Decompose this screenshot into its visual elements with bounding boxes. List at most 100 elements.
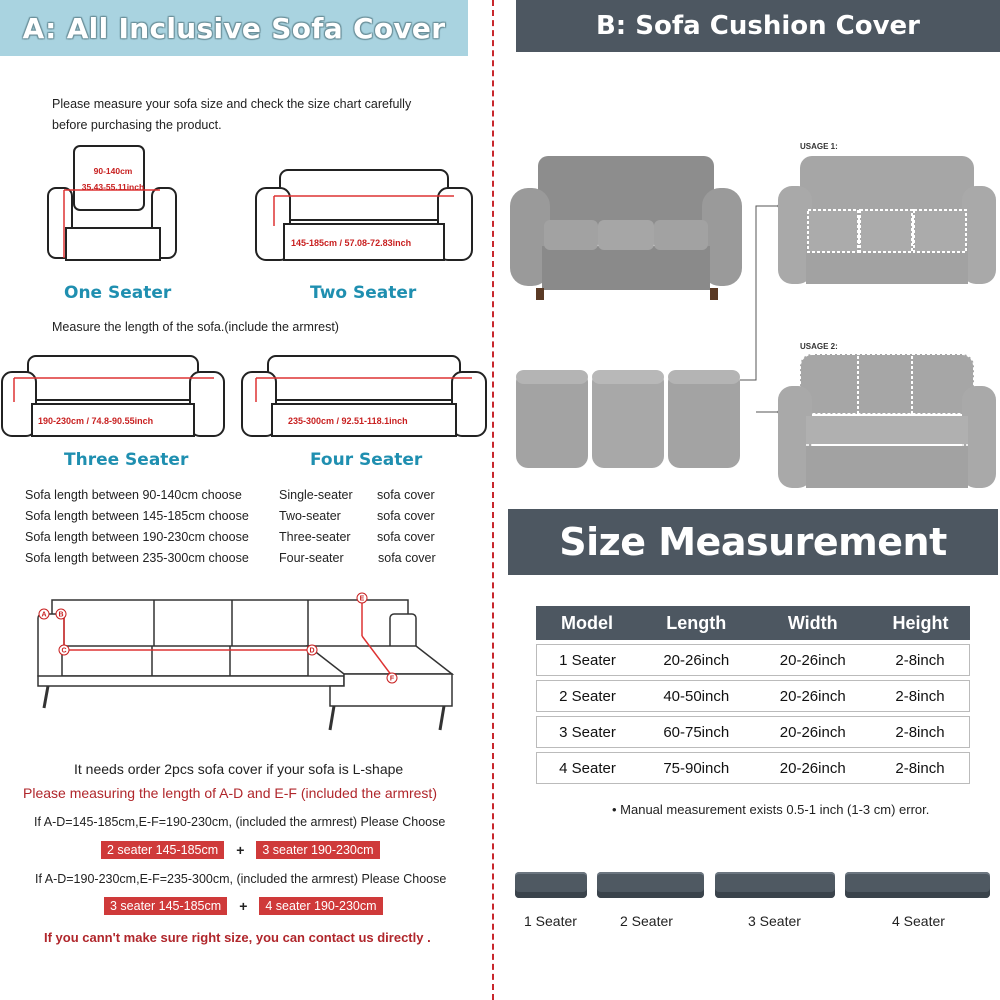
cell-width: 20-26inch xyxy=(754,716,871,748)
cell-model: 4 Seater xyxy=(536,752,639,784)
header-model: Model xyxy=(536,606,639,640)
usage-1-label: USAGE 1: xyxy=(800,142,838,151)
marker-d: D xyxy=(309,648,314,655)
one-seater-dim-cm: 90-140cm xyxy=(93,166,133,176)
choose-suffix: sofa cover xyxy=(377,509,435,523)
lshape-if1: If A-D=145-185cm,E-F=190-230cm, (include… xyxy=(34,815,446,829)
choose-suffix: sofa cover xyxy=(377,530,435,544)
cell-model: 3 Seater xyxy=(536,716,639,748)
table-row: 3 Seater 60-75inch 20-26inch 2-8inch xyxy=(536,716,970,748)
choose-range: Sofa length between 235-300cm choose xyxy=(25,551,249,565)
measurement-error-note: • Manual measurement exists 0.5-1 inch (… xyxy=(612,802,930,817)
two-seater-dim: 145-185cm / 57.08-72.83inch xyxy=(291,238,412,248)
pad-4-seater xyxy=(845,872,990,898)
header-width: Width xyxy=(754,606,871,640)
size-table: Model Length Width Height 1 Seater 20-26… xyxy=(536,602,970,788)
one-seater-diagram xyxy=(47,145,177,261)
choose-row: Sofa length between 90-140cm choose Sing… xyxy=(25,488,485,509)
four-seater-dim: 235-300cm / 92.51-118.1inch xyxy=(288,416,408,426)
plus-sign: + xyxy=(239,898,248,914)
tag-2-seater: 2 seater 145-185cm xyxy=(101,841,225,859)
usage-1-diagram xyxy=(778,156,996,284)
cell-length: 20-26inch xyxy=(638,644,755,676)
tag-3-seater: 3 seater 190-230cm xyxy=(256,841,380,859)
size-measurement-title: Size Measurement xyxy=(559,520,947,564)
cell-length: 40-50inch xyxy=(638,680,755,712)
pad-label-4: 4 Seater xyxy=(892,913,945,929)
choose-suffix: sofa cover xyxy=(377,488,435,502)
table-row: 4 Seater 75-90inch 20-26inch 2-8inch xyxy=(536,752,970,784)
two-seater-title: Two Seater xyxy=(310,283,417,303)
cell-height: 2-8inch xyxy=(870,752,970,784)
three-seater-diagram xyxy=(1,355,225,437)
pad-3-seater xyxy=(715,872,835,898)
four-seater-diagram xyxy=(241,355,487,437)
pad-2-seater xyxy=(597,872,704,898)
choose-type: Four-seater xyxy=(279,551,344,565)
lshape-choice-1: 2 seater 145-185cm + 3 seater 190-230cm xyxy=(101,841,380,859)
intro-text: Please measure your sofa size and check … xyxy=(52,94,472,136)
three-seater-title: Three Seater xyxy=(64,450,189,470)
pad-label-2: 2 Seater xyxy=(620,913,673,929)
choose-range: Sofa length between 190-230cm choose xyxy=(25,530,249,544)
section-a-banner: A: All Inclusive Sofa Cover xyxy=(0,0,468,56)
lshape-if2: If A-D=190-230cm,E-F=235-300cm, (include… xyxy=(35,872,447,886)
marker-e: E xyxy=(360,596,365,603)
measure-note: Measure the length of the sofa.(include … xyxy=(52,320,339,334)
cell-length: 75-90inch xyxy=(638,752,755,784)
intro-line-1: Please measure your sofa size and check … xyxy=(52,97,412,111)
cell-model: 2 Seater xyxy=(536,680,639,712)
table-row: 1 Seater 20-26inch 20-26inch 2-8inch xyxy=(536,644,970,676)
l-shape-sofa-diagram: A B C D E F xyxy=(37,592,455,731)
cell-height: 2-8inch xyxy=(870,716,970,748)
usage-2-label: USAGE 2: xyxy=(800,342,838,351)
one-seater-dim-in: 35.43-55.11inch xyxy=(81,182,145,192)
one-seater-dims: 90-140cm 35.43-55.11inch xyxy=(78,166,148,192)
choose-type: Three-seater xyxy=(279,530,351,544)
cell-width: 20-26inch xyxy=(754,680,871,712)
two-seater-diagram xyxy=(255,169,473,261)
choose-type: Single-seater xyxy=(279,488,353,502)
pad-1-seater xyxy=(515,872,587,898)
section-b-banner: B: Sofa Cushion Cover xyxy=(516,0,1000,52)
choose-table: Sofa length between 90-140cm choose Sing… xyxy=(25,488,485,572)
cell-width: 20-26inch xyxy=(754,644,871,676)
cell-width: 20-26inch xyxy=(754,752,871,784)
choose-suffix: sofa cover xyxy=(378,551,436,565)
cell-height: 2-8inch xyxy=(870,680,970,712)
choose-type: Two-seater xyxy=(279,509,341,523)
table-row: 2 Seater 40-50inch 20-26inch 2-8inch xyxy=(536,680,970,712)
lshape-choice-2: 3 seater 145-185cm + 4 seater 190-230cm xyxy=(104,897,383,915)
grey-sofa-image xyxy=(510,156,742,300)
tag-3-seater-b: 3 seater 145-185cm xyxy=(104,897,228,915)
table-header-row: Model Length Width Height xyxy=(536,606,970,640)
four-seater-title: Four Seater xyxy=(310,450,423,470)
three-seater-dim: 190-230cm / 74.8-90.55inch xyxy=(38,416,154,426)
marker-c: C xyxy=(61,648,66,655)
choose-range: Sofa length between 145-185cm choose xyxy=(25,509,249,523)
header-height: Height xyxy=(870,606,970,640)
plus-sign: + xyxy=(236,842,245,858)
choose-row: Sofa length between 145-185cm choose Two… xyxy=(25,509,485,530)
cell-height: 2-8inch xyxy=(870,644,970,676)
intro-line-2: before purchasing the product. xyxy=(52,118,222,132)
tag-4-seater: 4 seater 190-230cm xyxy=(259,897,383,915)
usage-2-diagram xyxy=(778,353,996,488)
cell-model: 1 Seater xyxy=(536,644,639,676)
lshape-line1: It needs order 2pcs sofa cover if your s… xyxy=(74,761,404,777)
choose-row: Sofa length between 235-300cm choose Fou… xyxy=(25,551,485,572)
size-measurement-banner: Size Measurement xyxy=(508,509,998,575)
header-length: Length xyxy=(638,606,755,640)
cushion-covers-image xyxy=(516,370,740,468)
choose-range: Sofa length between 90-140cm choose xyxy=(25,488,242,502)
section-a-title: A: All Inclusive Sofa Cover xyxy=(22,11,446,45)
marker-a: A xyxy=(41,612,46,619)
choose-row: Sofa length between 190-230cm choose Thr… xyxy=(25,530,485,551)
dashed-divider xyxy=(492,0,494,1000)
marker-b: B xyxy=(58,612,63,619)
lshape-line2: Please measuring the length of A-D and E… xyxy=(23,785,437,801)
pad-label-3: 3 Seater xyxy=(748,913,801,929)
contact-note: If you cann't make sure right size, you … xyxy=(44,930,431,945)
cell-length: 60-75inch xyxy=(638,716,755,748)
section-b-title: B: Sofa Cushion Cover xyxy=(595,11,921,41)
